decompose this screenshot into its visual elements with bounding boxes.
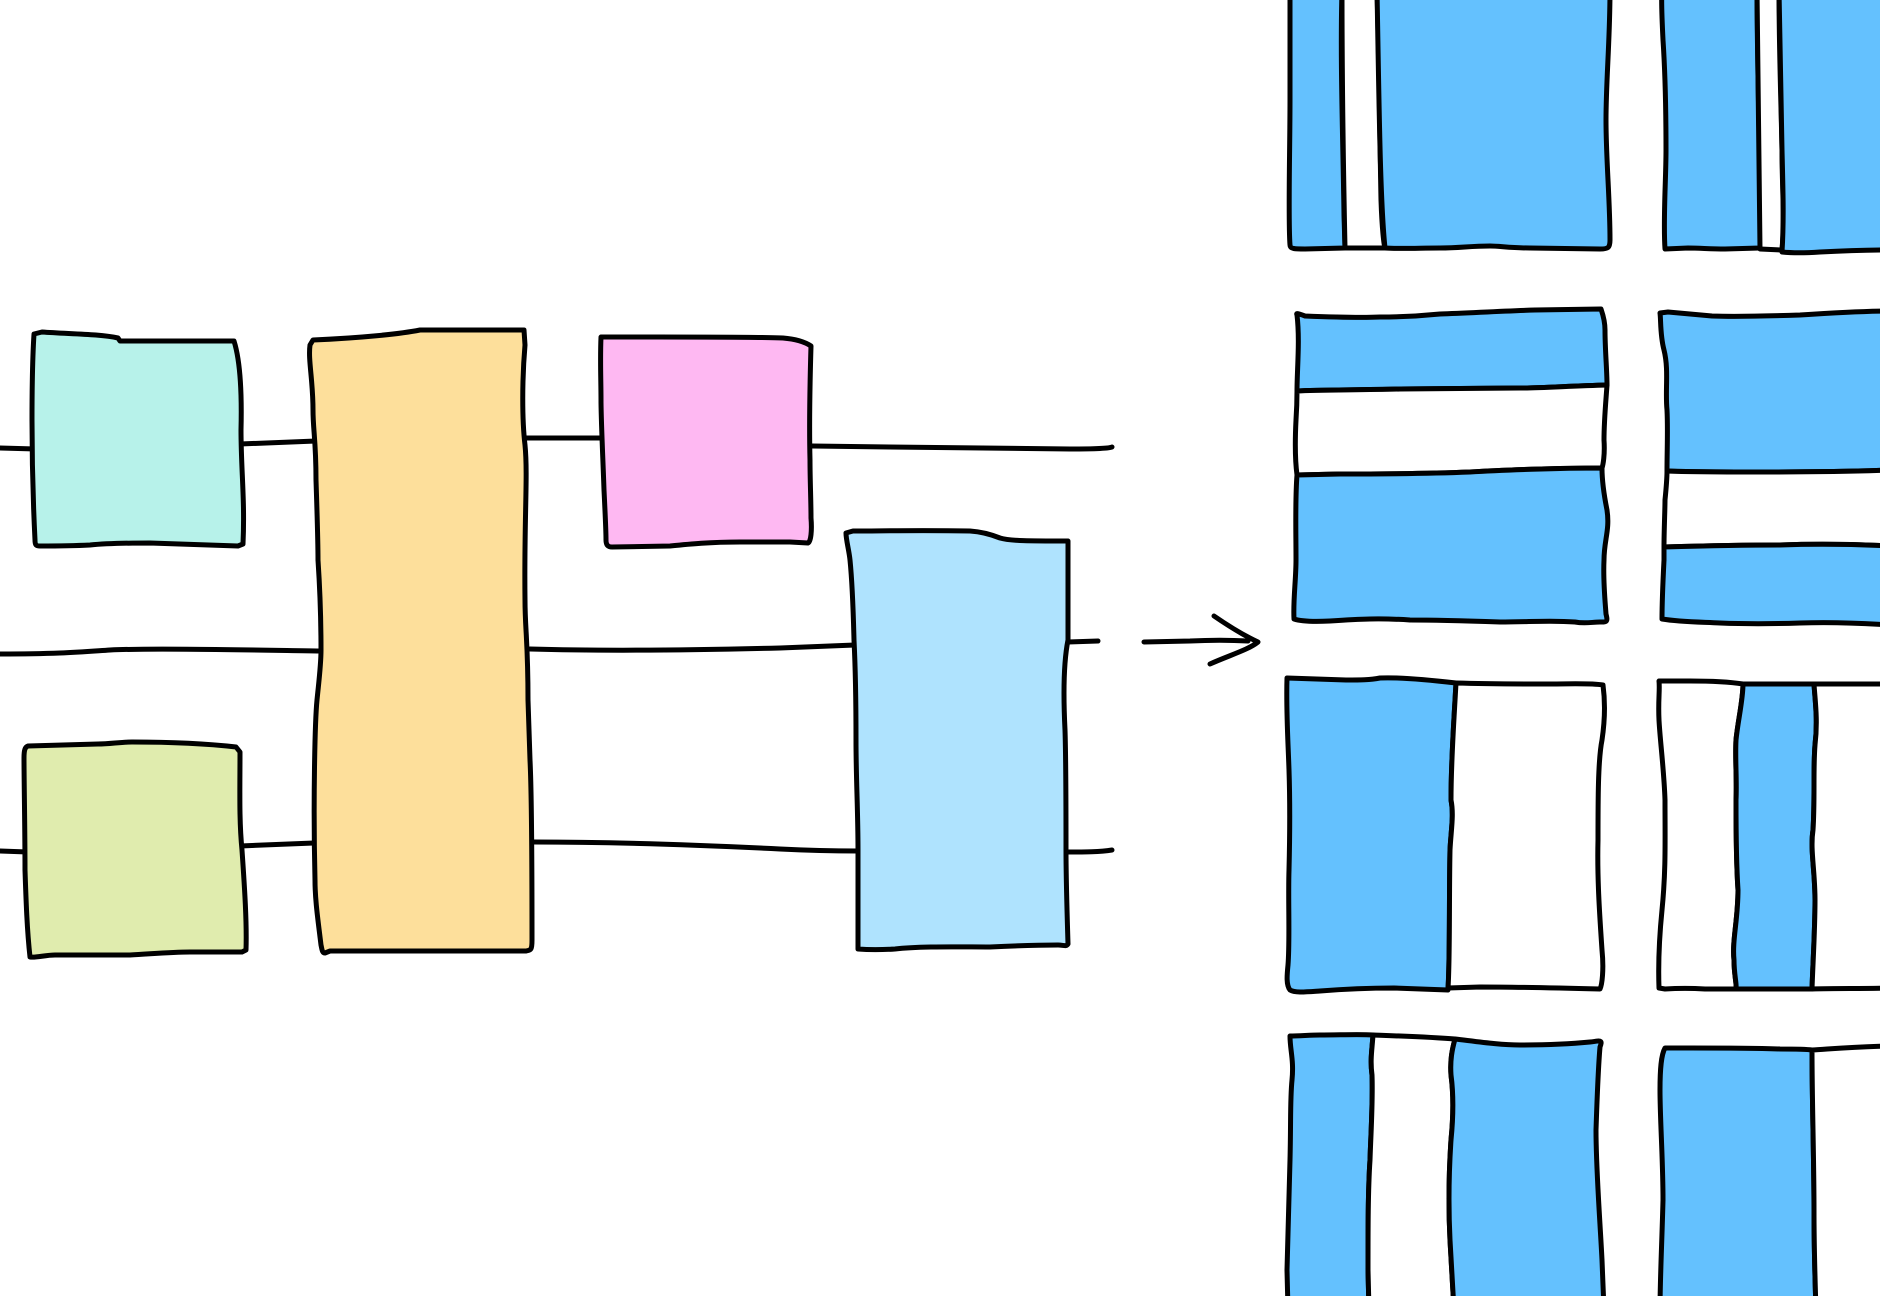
tile-r2c1-blue-bottom	[1291, 465, 1611, 626]
tile-r2c2-blue-bottom	[1659, 541, 1880, 627]
tile-r2c2-white-mid	[1661, 467, 1880, 550]
tile-r3c2-white-right	[1809, 681, 1880, 992]
tile-r4c1-blue-left	[1284, 1032, 1376, 1296]
wire-3-segment-d	[1063, 847, 1115, 855]
tile-r4c2	[1657, 1043, 1880, 1296]
single-qubit-gate-1	[29, 329, 247, 549]
tile-r3c2-blue-mid	[1731, 681, 1819, 992]
tile-r1c1-blue-right	[1374, 0, 1613, 252]
tile-r4c1-white-mid	[1365, 1032, 1458, 1296]
wire-3-segment-c	[530, 839, 861, 854]
tile-grid	[1284, 0, 1880, 1296]
wire-1-segment-d	[809, 443, 1115, 452]
single-qubit-gate-2	[21, 739, 249, 960]
tile-r4c2-white-right	[1809, 1043, 1880, 1296]
tile-r3c2	[1656, 678, 1880, 992]
tile-r2c2	[1657, 308, 1880, 627]
tile-r2c1-blue-top	[1294, 306, 1610, 394]
right-arrow-icon	[1141, 613, 1261, 667]
tile-r1c2-blue-right	[1776, 0, 1880, 256]
tile-r4c1-blue-right	[1446, 1036, 1606, 1296]
tile-r1c2-blue-left	[1659, 0, 1763, 252]
two-qubit-gate	[843, 528, 1071, 953]
single-qubit-gate-3	[598, 334, 814, 550]
wire-2-segment-c	[1065, 638, 1101, 645]
tile-r1c2	[1659, 0, 1880, 256]
wire-2-segment-a	[0, 646, 323, 657]
tile-r3c1	[1284, 675, 1607, 995]
tile-r2c2-blue-top	[1657, 308, 1880, 475]
tile-r1c1-blue-left	[1286, 0, 1348, 252]
tile-r2c1-white-mid	[1292, 382, 1610, 478]
tile-r4c2-blue-left	[1657, 1045, 1819, 1296]
circuit-gates	[21, 327, 1071, 960]
tile-r4c1	[1284, 1032, 1606, 1296]
tile-r1c1	[1286, 0, 1613, 252]
circuit-wires	[0, 435, 1115, 855]
wire-2-segment-b	[527, 642, 858, 653]
wire-1-segment-b	[237, 438, 319, 447]
wire-3-segment-b	[237, 840, 317, 849]
tile-r2c1	[1291, 306, 1611, 626]
tile-r3c2-white-left	[1656, 678, 1746, 992]
three-qubit-gate	[307, 327, 535, 956]
tile-r3c1-blue-left	[1284, 675, 1459, 995]
tile-r3c1-white-right	[1445, 680, 1607, 992]
